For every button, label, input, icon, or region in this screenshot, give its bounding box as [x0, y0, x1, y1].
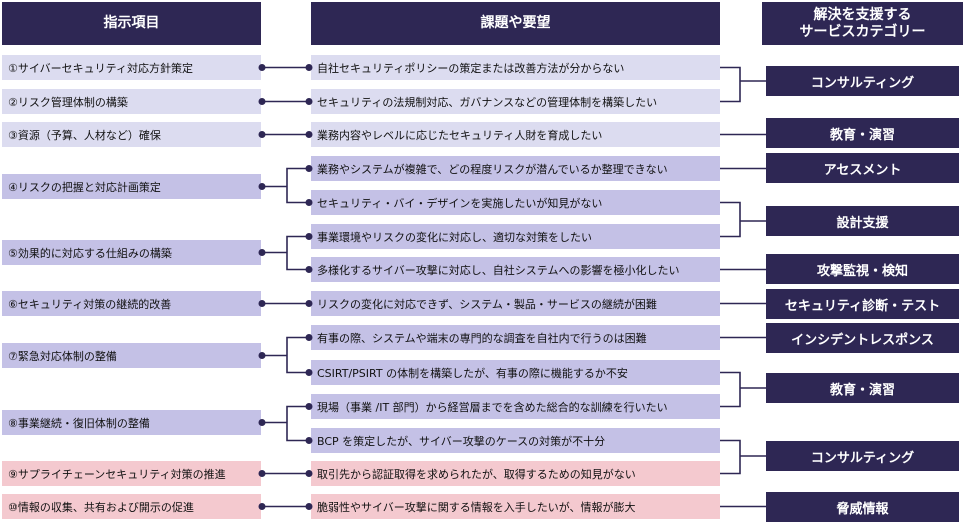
- issue-item: リスクの変化に対応できず、システム・製品・サービスの継続が困難: [311, 291, 720, 316]
- service-item: 攻撃監視・検知: [766, 254, 959, 284]
- service-item: インシデントレスポンス: [766, 323, 959, 353]
- directive-item: ⑤効果的に対応する仕組みの構築: [2, 240, 261, 265]
- issue-item: 取引先から認証取得を求められたが、取得するための知見がない: [311, 461, 720, 486]
- issue-item: 事業環境やリスクの変化に対応し、適切な対策をしたい: [311, 224, 720, 249]
- issue-item: BCP を策定したが、サイバー攻撃のケースの対策が不十分: [311, 428, 720, 453]
- issue-item: 自社セキュリティポリシーの策定または改善方法が分からない: [311, 55, 720, 80]
- directive-item: ③資源（予算、人材など）確保: [2, 122, 261, 147]
- issue-item: 現場（事業 /IT 部門）から経営層までを含めた総合的な訓練を行いたい: [311, 394, 720, 419]
- directive-item: ①サイバーセキュリティ対応方針策定: [2, 55, 261, 80]
- header-issues: 課題や要望: [311, 2, 720, 45]
- service-item: 脅威情報: [766, 492, 959, 522]
- issue-item: セキュリティ・バイ・デザインを実施したいが知見がない: [311, 190, 720, 215]
- service-item: コンサルティング: [766, 66, 959, 96]
- issue-item: CSIRT/PSIRT の体制を構築したが、有事の際に機能するか不安: [311, 360, 720, 385]
- directive-item: ②リスク管理体制の構築: [2, 89, 261, 114]
- directive-item: ⑧事業継続・復旧体制の整備: [2, 410, 261, 435]
- service-item: コンサルティング: [766, 441, 959, 471]
- issue-item: 有事の際、システムや端末の専門的な調査を自社内で行うのは困難: [311, 325, 720, 350]
- header-directives: 指示項目: [2, 2, 261, 45]
- service-item: 教育・演習: [766, 118, 959, 148]
- directive-item: ⑩情報の収集、共有および開示の促進: [2, 494, 261, 519]
- issue-item: 多様化するサイバー攻撃に対応し、自社システムへの影響を極小化したい: [311, 257, 720, 282]
- service-item: アセスメント: [766, 153, 959, 183]
- service-item: 教育・演習: [766, 373, 959, 403]
- directive-item: ⑦緊急対応体制の整備: [2, 343, 261, 368]
- issue-item: 業務やシステムが複雑で、どの程度リスクが潜んでいるか整理できない: [311, 156, 720, 181]
- directive-item: ⑥セキュリティ対策の継続的改善: [2, 291, 261, 316]
- header-services: 解決を支援する サービスカテゴリー: [762, 2, 963, 45]
- directive-item: ④リスクの把握と対応計画策定: [2, 174, 261, 199]
- service-item: 設計支援: [766, 206, 959, 236]
- issue-item: 脆弱性やサイバー攻撃に関する情報を入手したいが、情報が膨大: [311, 494, 720, 519]
- issue-item: セキュリティの法規制対応、ガバナンスなどの管理体制を構築したい: [311, 89, 720, 114]
- directive-item: ⑨サプライチェーンセキュリティ対策の推進: [2, 461, 261, 486]
- issue-item: 業務内容やレベルに応じたセキュリティ人財を育成したい: [311, 122, 720, 147]
- service-item: セキュリティ診断・テスト: [766, 289, 959, 319]
